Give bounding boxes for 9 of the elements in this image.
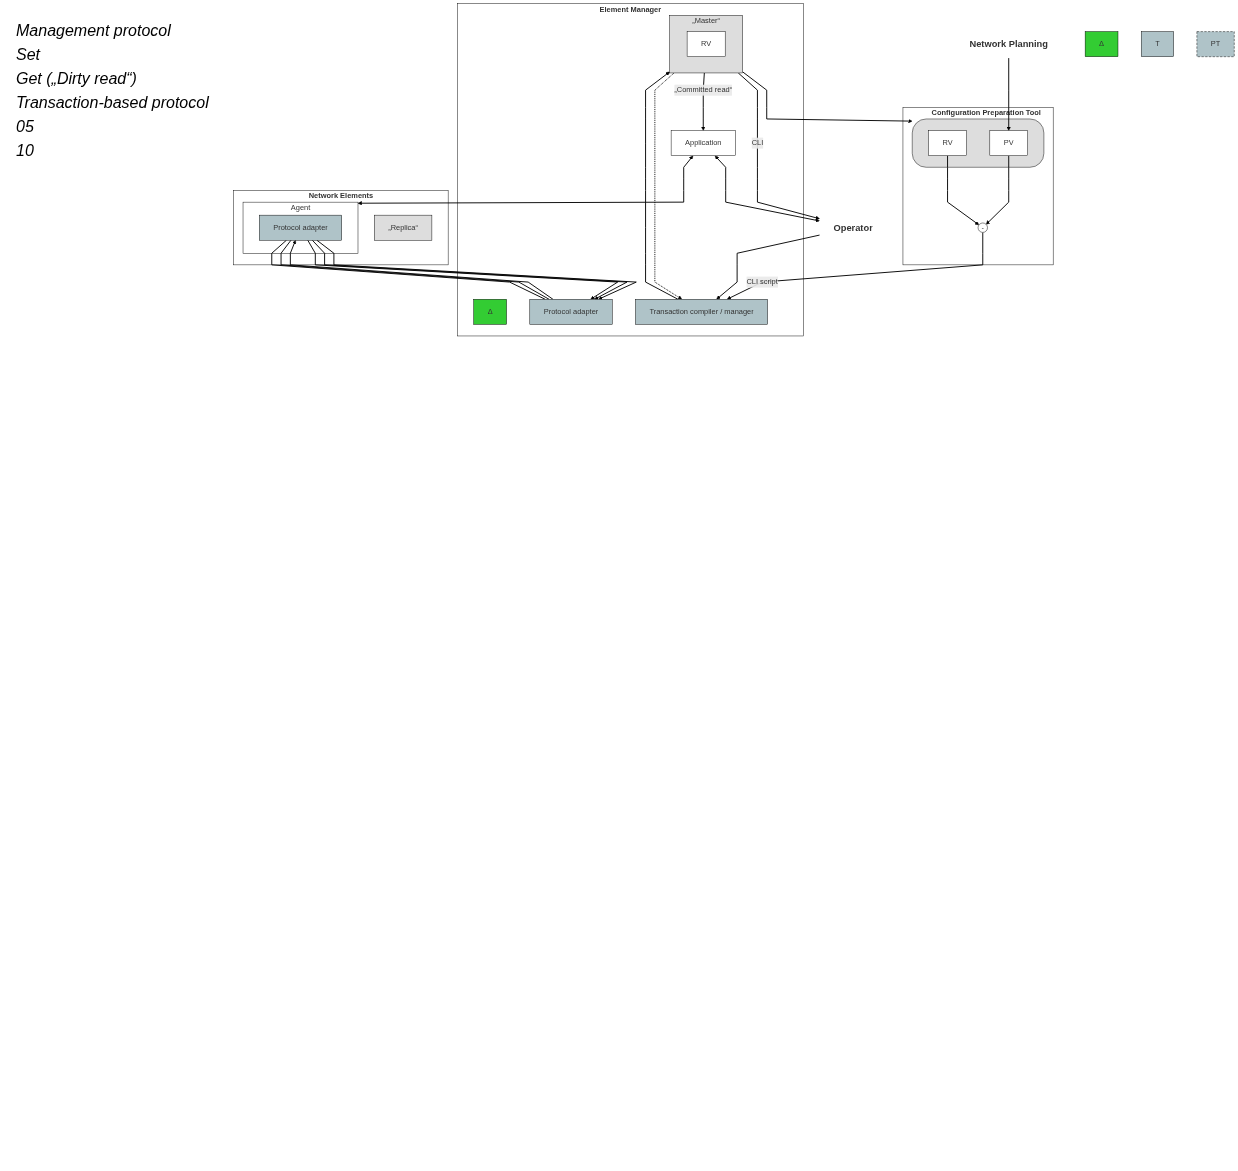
note-text: 05 [16,118,35,136]
note-text: Set [16,46,42,64]
note-text: 10 [16,142,35,160]
note-text: Transaction-based protocol [16,94,210,112]
note-text: Get („Dirty read“) [16,70,138,88]
node-text: Operator [833,222,873,233]
note-text: Management protocol [16,22,172,40]
cluster [912,118,1045,168]
node-text: Network Planning [969,39,1048,50]
